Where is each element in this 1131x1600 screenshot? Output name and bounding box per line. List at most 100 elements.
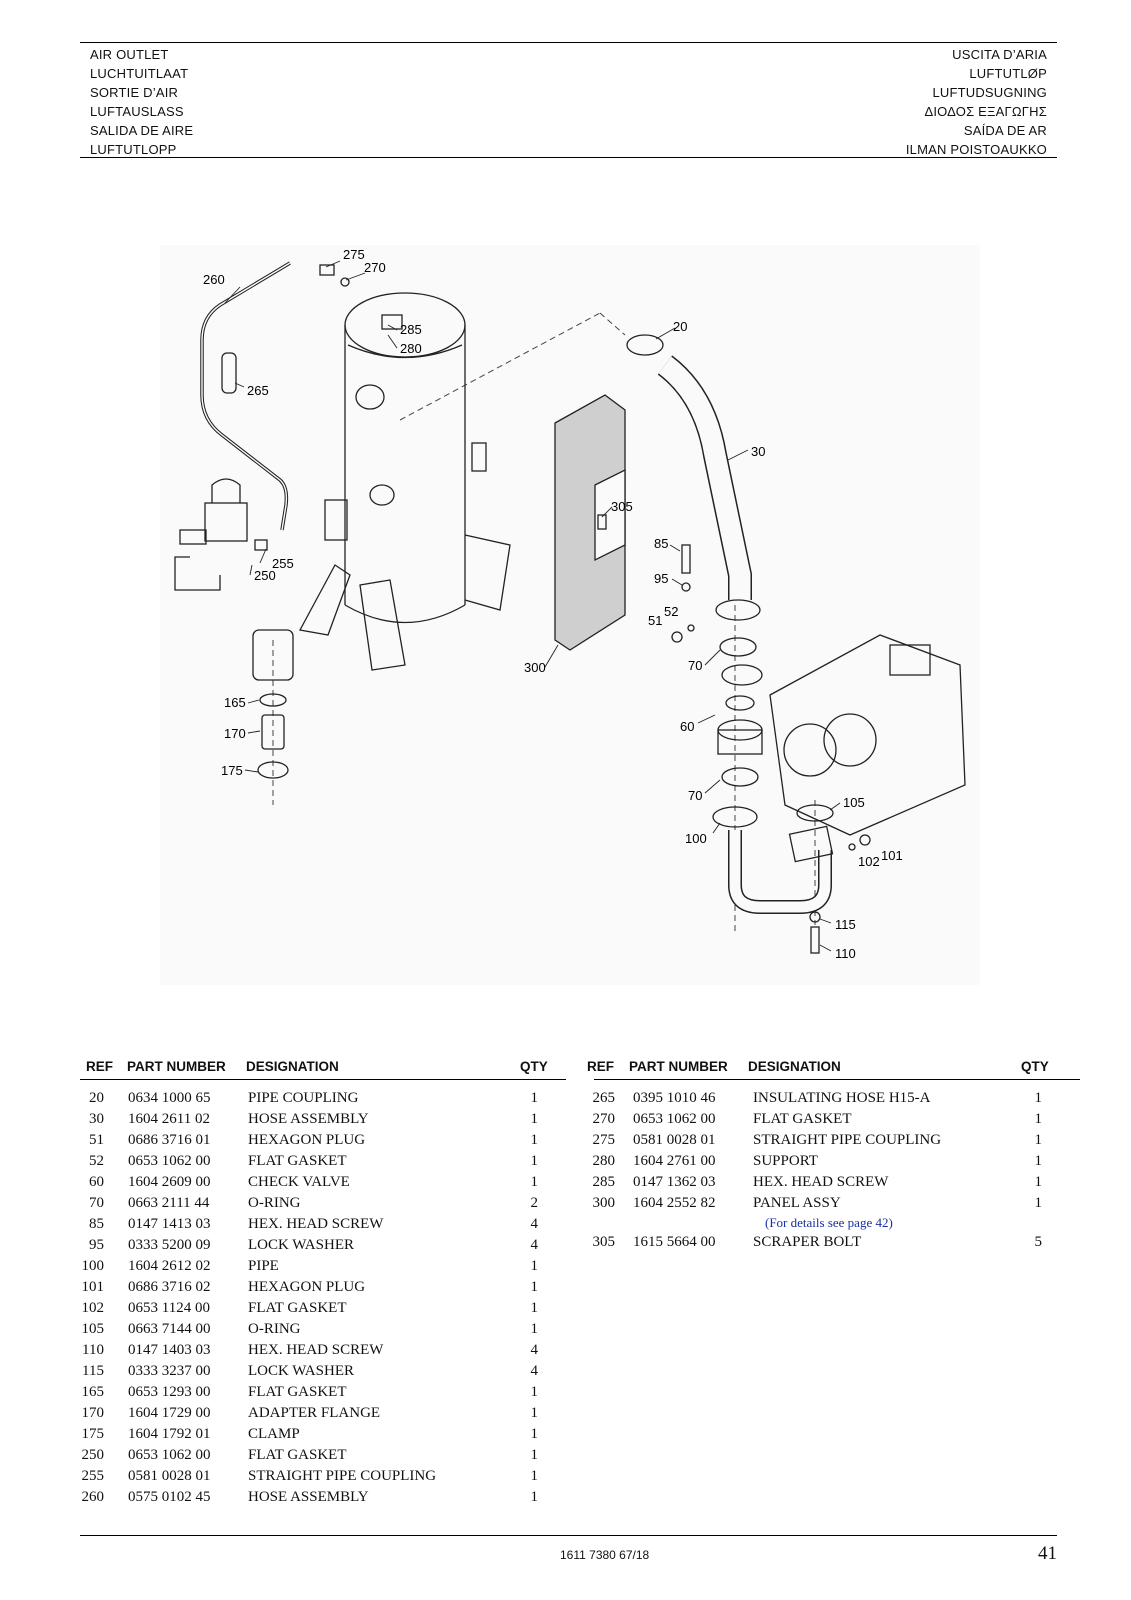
cell-qty: 1	[530, 1132, 539, 1148]
gasket-drawing	[848, 843, 856, 851]
cell-designation: O-RING	[248, 1321, 301, 1337]
cell-designation: PIPE	[248, 1258, 279, 1274]
cell-designation: FLAT GASKET	[753, 1111, 852, 1127]
vessel-leg-drawing	[299, 564, 351, 636]
cell-designation: FLAT GASKET	[248, 1153, 347, 1169]
cell-ref: 260	[81, 1489, 105, 1505]
header-title: SORTIE D’AIR	[90, 85, 179, 100]
cell-designation: STRAIGHT PIPE COUPLING	[753, 1132, 942, 1148]
diagram-svg: 275 270 260 265 285 280 20 30 305 85 95 …	[174, 247, 966, 961]
cell-qty: 1	[530, 1321, 539, 1337]
cell-part-number: 0653 1062 00	[633, 1111, 716, 1127]
leader-line	[704, 779, 721, 794]
cross-reference-note: (For details see page 42)	[765, 1215, 893, 1230]
callout-label: 250	[254, 568, 276, 583]
vessel-bottom-drawing	[344, 604, 466, 624]
cell-part-number: 0686 3716 01	[128, 1132, 211, 1148]
clamp-drawing	[257, 761, 289, 779]
callout-label: 300	[524, 660, 546, 675]
cell-ref: 30	[89, 1111, 104, 1127]
callout-label: 285	[400, 322, 422, 337]
cell-part-number: 1604 2552 82	[633, 1195, 716, 1211]
cell-qty: 1	[530, 1447, 539, 1463]
page-number: 41	[1038, 1543, 1057, 1564]
cell-qty: 1	[530, 1258, 539, 1274]
cell-part-number: 0395 1010 46	[633, 1090, 716, 1106]
cell-qty: 4	[530, 1216, 539, 1232]
vessel-rim-drawing	[347, 344, 463, 359]
pipe-coupling-clamp-drawing	[626, 334, 664, 356]
cell-ref: 250	[81, 1447, 105, 1463]
cell-qty: 5	[1034, 1234, 1043, 1250]
cell-qty: 1	[530, 1300, 539, 1316]
hex-head-screw-drawing	[810, 926, 820, 954]
leader-line	[247, 730, 261, 734]
valve-pipe-drawing	[174, 556, 221, 591]
column-header-ref: REF	[587, 1059, 614, 1074]
leader-line	[655, 327, 676, 340]
header-title: LUFTUDSUGNING	[932, 85, 1047, 100]
cell-part-number: 0653 1062 00	[128, 1447, 211, 1463]
cell-ref: 20	[89, 1090, 104, 1106]
page-header: AIR OUTLET LUCHTUITLAAT SORTIE D’AIR LUF…	[80, 42, 1057, 158]
cell-ref: 102	[81, 1300, 105, 1316]
cell-qty: 1	[530, 1279, 539, 1295]
leader-line	[325, 260, 341, 268]
leader-line	[387, 334, 398, 349]
cell-qty: 1	[530, 1405, 539, 1421]
callout-label: 275	[343, 247, 365, 262]
leader-line	[244, 769, 259, 773]
pipe-outline-drawing	[728, 830, 832, 914]
support-drawing	[381, 314, 403, 330]
cell-part-number: 0333 3237 00	[128, 1363, 211, 1379]
cell-designation: FLAT GASKET	[248, 1384, 347, 1400]
cell-qty: 4	[530, 1237, 539, 1253]
cell-ref: 165	[81, 1384, 105, 1400]
cell-designation: LOCK WASHER	[248, 1363, 354, 1379]
cell-part-number: 0147 1413 03	[128, 1216, 211, 1232]
lock-washer-drawing	[681, 582, 691, 592]
leader-line	[249, 564, 253, 576]
dashed-axis-line	[599, 312, 626, 336]
callout-label: 255	[272, 556, 294, 571]
leader-line	[712, 822, 721, 834]
cell-ref: 270	[592, 1111, 616, 1127]
cell-designation: PIPE COUPLING	[248, 1090, 359, 1106]
cell-designation: HEX. HEAD SCREW	[753, 1174, 889, 1190]
cell-designation: HOSE ASSEMBLY	[248, 1489, 369, 1505]
exploded-diagram: 275 270 260 265 285 280 20 30 305 85 95 …	[160, 245, 980, 985]
pipe-square-flange-drawing	[788, 825, 834, 863]
o-ring-drawing	[721, 767, 759, 787]
cell-designation: HEXAGON PLUG	[248, 1132, 366, 1148]
header-title: USCITA D’ARIA	[952, 47, 1047, 62]
flat-gasket-drawing	[259, 693, 287, 707]
cell-designation: INSULATING HOSE H15-A	[753, 1090, 931, 1106]
vessel-leg-drawing	[359, 579, 406, 671]
cell-designation: CHECK VALVE	[248, 1174, 350, 1190]
callout-label: 60	[680, 719, 694, 734]
cell-part-number: 0581 0028 01	[128, 1468, 211, 1484]
cell-qty: 1	[530, 1111, 539, 1127]
valve-disc-drawing	[725, 695, 755, 711]
vessel-outlet-drawing	[355, 384, 385, 410]
callout-label: 51	[648, 613, 662, 628]
cell-designation: FLAT GASKET	[248, 1447, 347, 1463]
cell-designation: HEX. HEAD SCREW	[248, 1216, 384, 1232]
cell-qty: 1	[530, 1153, 539, 1169]
header-title: ΔΙΟΔΟΣ ΕΞΑΓΩΓΗΣ	[924, 104, 1047, 119]
cell-qty: 1	[530, 1426, 539, 1442]
gasket-drawing	[340, 277, 350, 287]
leader-line	[234, 382, 245, 388]
cell-ref: 300	[592, 1195, 616, 1211]
cell-part-number: 1604 2609 00	[128, 1174, 211, 1190]
callout-label: 305	[611, 499, 633, 514]
header-titles-right: USCITA D’ARIA LUFTUTLØP LUFTUDSUGNING ΔΙ…	[906, 45, 1047, 159]
